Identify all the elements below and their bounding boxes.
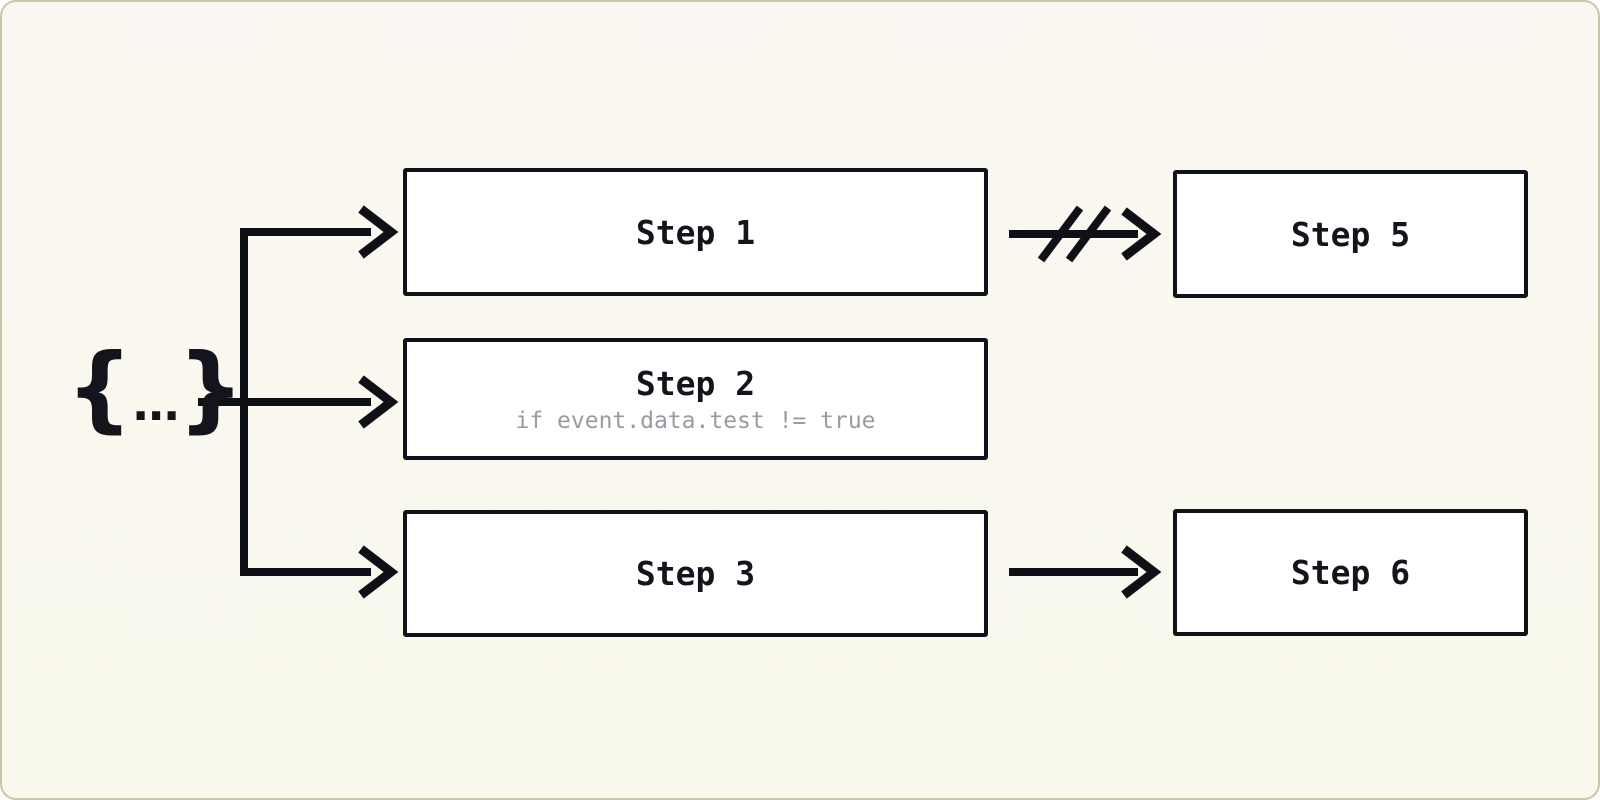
- node-step-3-label: Step 3: [635, 554, 756, 593]
- node-step-5: Step 5: [1173, 170, 1528, 298]
- interrupt-slash-1: [1037, 205, 1084, 263]
- event-payload-symbol: { ... }: [66, 342, 244, 436]
- node-step-2-condition: if event.data.test != true: [515, 408, 876, 434]
- close-brace: }: [177, 334, 245, 443]
- arrowhead-step1: [358, 205, 399, 259]
- node-step-2: Step 2 if event.data.test != true: [403, 338, 988, 460]
- open-brace: {: [66, 334, 133, 443]
- node-step-3: Step 3: [403, 510, 988, 637]
- arrowhead-step2: [358, 375, 399, 429]
- node-step-1: Step 1: [403, 168, 988, 296]
- node-step-6-label: Step 6: [1290, 553, 1411, 592]
- arrowhead-step6: [1121, 545, 1162, 599]
- arrowhead-step5: [1121, 207, 1162, 261]
- node-step-1-label: Step 1: [635, 212, 756, 252]
- interrupt-slash-2: [1065, 205, 1112, 263]
- node-step-2-label: Step 2: [635, 364, 756, 403]
- arrowhead-step3: [358, 545, 399, 599]
- node-step-5-label: Step 5: [1290, 214, 1411, 254]
- node-step-6: Step 6: [1173, 509, 1528, 636]
- ellipsis-dots: ...: [131, 377, 180, 431]
